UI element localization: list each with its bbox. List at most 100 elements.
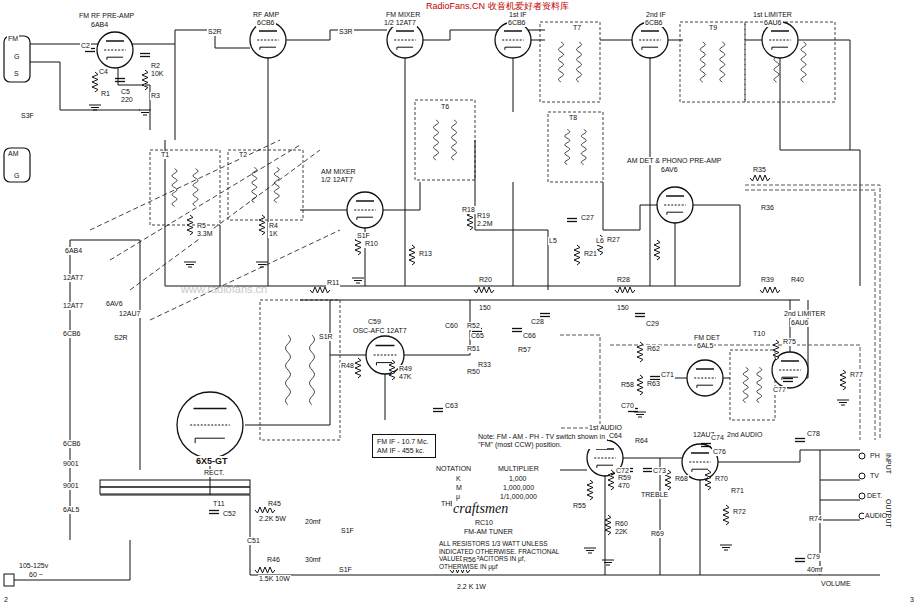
wire (118, 62, 150, 130)
gang-link (130, 150, 320, 290)
schematic-label: 2.2K 5W (258, 515, 287, 523)
schematic-label: T10 (752, 330, 766, 338)
schematic-label: 1/2 12AT7 (320, 176, 354, 184)
schematic-label: S1R (318, 333, 334, 341)
shield-can (150, 150, 220, 225)
shield-can (548, 112, 603, 182)
wire (300, 300, 800, 301)
schematic-label: S3F (20, 112, 35, 120)
schematic-label: M (455, 484, 463, 492)
capacitor-symbol (140, 54, 150, 57)
schematic-label: 2nd AUDIO (726, 431, 763, 439)
schematic-label: 1.5K 10W (258, 575, 291, 583)
resistor-symbol (637, 375, 643, 395)
schematic-label: R69 (650, 530, 665, 538)
schematic-label: R71 (730, 487, 745, 495)
wire (70, 240, 71, 540)
wire (383, 182, 420, 210)
wire (603, 182, 657, 230)
schematic-label: R51 (466, 345, 481, 353)
schematic-label: 1,000,000 (502, 484, 535, 492)
coil-symbol (743, 368, 761, 403)
schematic-label: R28 (616, 276, 631, 284)
schematic-label: R62 (646, 345, 661, 353)
schematic-label: 12AT7 (62, 302, 84, 310)
resistor-symbol (723, 505, 729, 525)
schematic-label: C2 (80, 42, 91, 50)
schematic-label: 6AL5 (62, 506, 80, 514)
shield-can (260, 300, 340, 440)
schematic-label: R52 (466, 322, 481, 330)
schematic-label: C63 (444, 402, 459, 410)
schematic-label: R27 (606, 236, 621, 244)
capacitor-symbol (783, 379, 793, 382)
coil-symbol (700, 42, 724, 82)
capacitor-symbol (795, 559, 805, 562)
schematic-label: RF AMP (252, 11, 280, 19)
resistor-symbol (608, 470, 614, 490)
schematic-label: S (13, 70, 20, 78)
schematic-label: 47K (398, 373, 412, 381)
schematic-label: 6X5-GT (195, 456, 229, 466)
schematic-label: R10 (364, 240, 379, 248)
shield-can (730, 350, 775, 420)
schematic-label: 2nd IF (645, 11, 667, 19)
wire (30, 62, 140, 110)
schematic-label: S1F (340, 527, 355, 535)
schematic-label: 20mf (304, 518, 322, 526)
schematic-label: R50 (466, 368, 481, 376)
schematic-label: C74 (710, 434, 725, 442)
schematic-label: 1st AUDIO (588, 424, 623, 432)
schematic-label: R36 (760, 204, 775, 212)
shielded-cable (560, 335, 600, 428)
schematic-label: 12AT7 (62, 274, 84, 282)
schematic-label: R63 (646, 380, 661, 388)
wire (660, 458, 661, 575)
schematic-label: 470 (617, 482, 631, 490)
schematic-label: R1 (100, 90, 111, 98)
schematic-label: TV (869, 472, 880, 480)
schematic-label: 150 (616, 304, 630, 312)
schematic-label: 1st IF (508, 11, 528, 19)
schematic-label: R46 (266, 556, 281, 564)
schematic-label: R58 (620, 381, 635, 389)
schematic-label: 2.2M (476, 220, 494, 228)
schematic-label: RECT. (203, 469, 225, 477)
schematic-label: C5 (120, 88, 131, 96)
wire (286, 30, 387, 40)
schematic-label: FM MIXER (385, 11, 421, 19)
schematic-label: 30mf (304, 556, 322, 564)
schematic-label: R21 (583, 250, 598, 258)
schematic-label: S3R (338, 28, 354, 36)
schematic-label: S2R (207, 28, 223, 36)
ground-symbol (256, 262, 268, 267)
shield-can (415, 100, 475, 180)
schematic-label: 6AB4 (90, 21, 109, 29)
gang-link (90, 140, 280, 230)
antenna-terminal (4, 148, 30, 182)
schematic-label: R40 (790, 276, 805, 284)
schematic-label: C52 (222, 510, 237, 518)
schematic-label: C51 (246, 537, 261, 545)
schematic-label: L5 (548, 237, 558, 245)
vacuum-tube (495, 22, 531, 58)
capacitor-symbol (635, 314, 645, 317)
resistor-symbol (605, 515, 611, 535)
schematic-label: 150 (478, 304, 492, 312)
resistor-symbol (615, 287, 635, 293)
shielded-cable (745, 190, 875, 440)
schematic-label: R11 (326, 279, 340, 287)
resistor-symbol (389, 360, 395, 380)
schematic-label: 1,000 (508, 475, 528, 483)
wire (780, 58, 860, 286)
schematic-label: C66 (522, 332, 537, 340)
schematic-label: C4 (98, 68, 109, 76)
wire (531, 40, 545, 41)
gang-link (150, 230, 340, 320)
wire (650, 58, 651, 286)
schematic-label: C65 (470, 332, 485, 340)
schematic-label: AM (7, 150, 20, 158)
shielded-cable (610, 345, 860, 440)
schematic-label: T9 (708, 24, 718, 32)
